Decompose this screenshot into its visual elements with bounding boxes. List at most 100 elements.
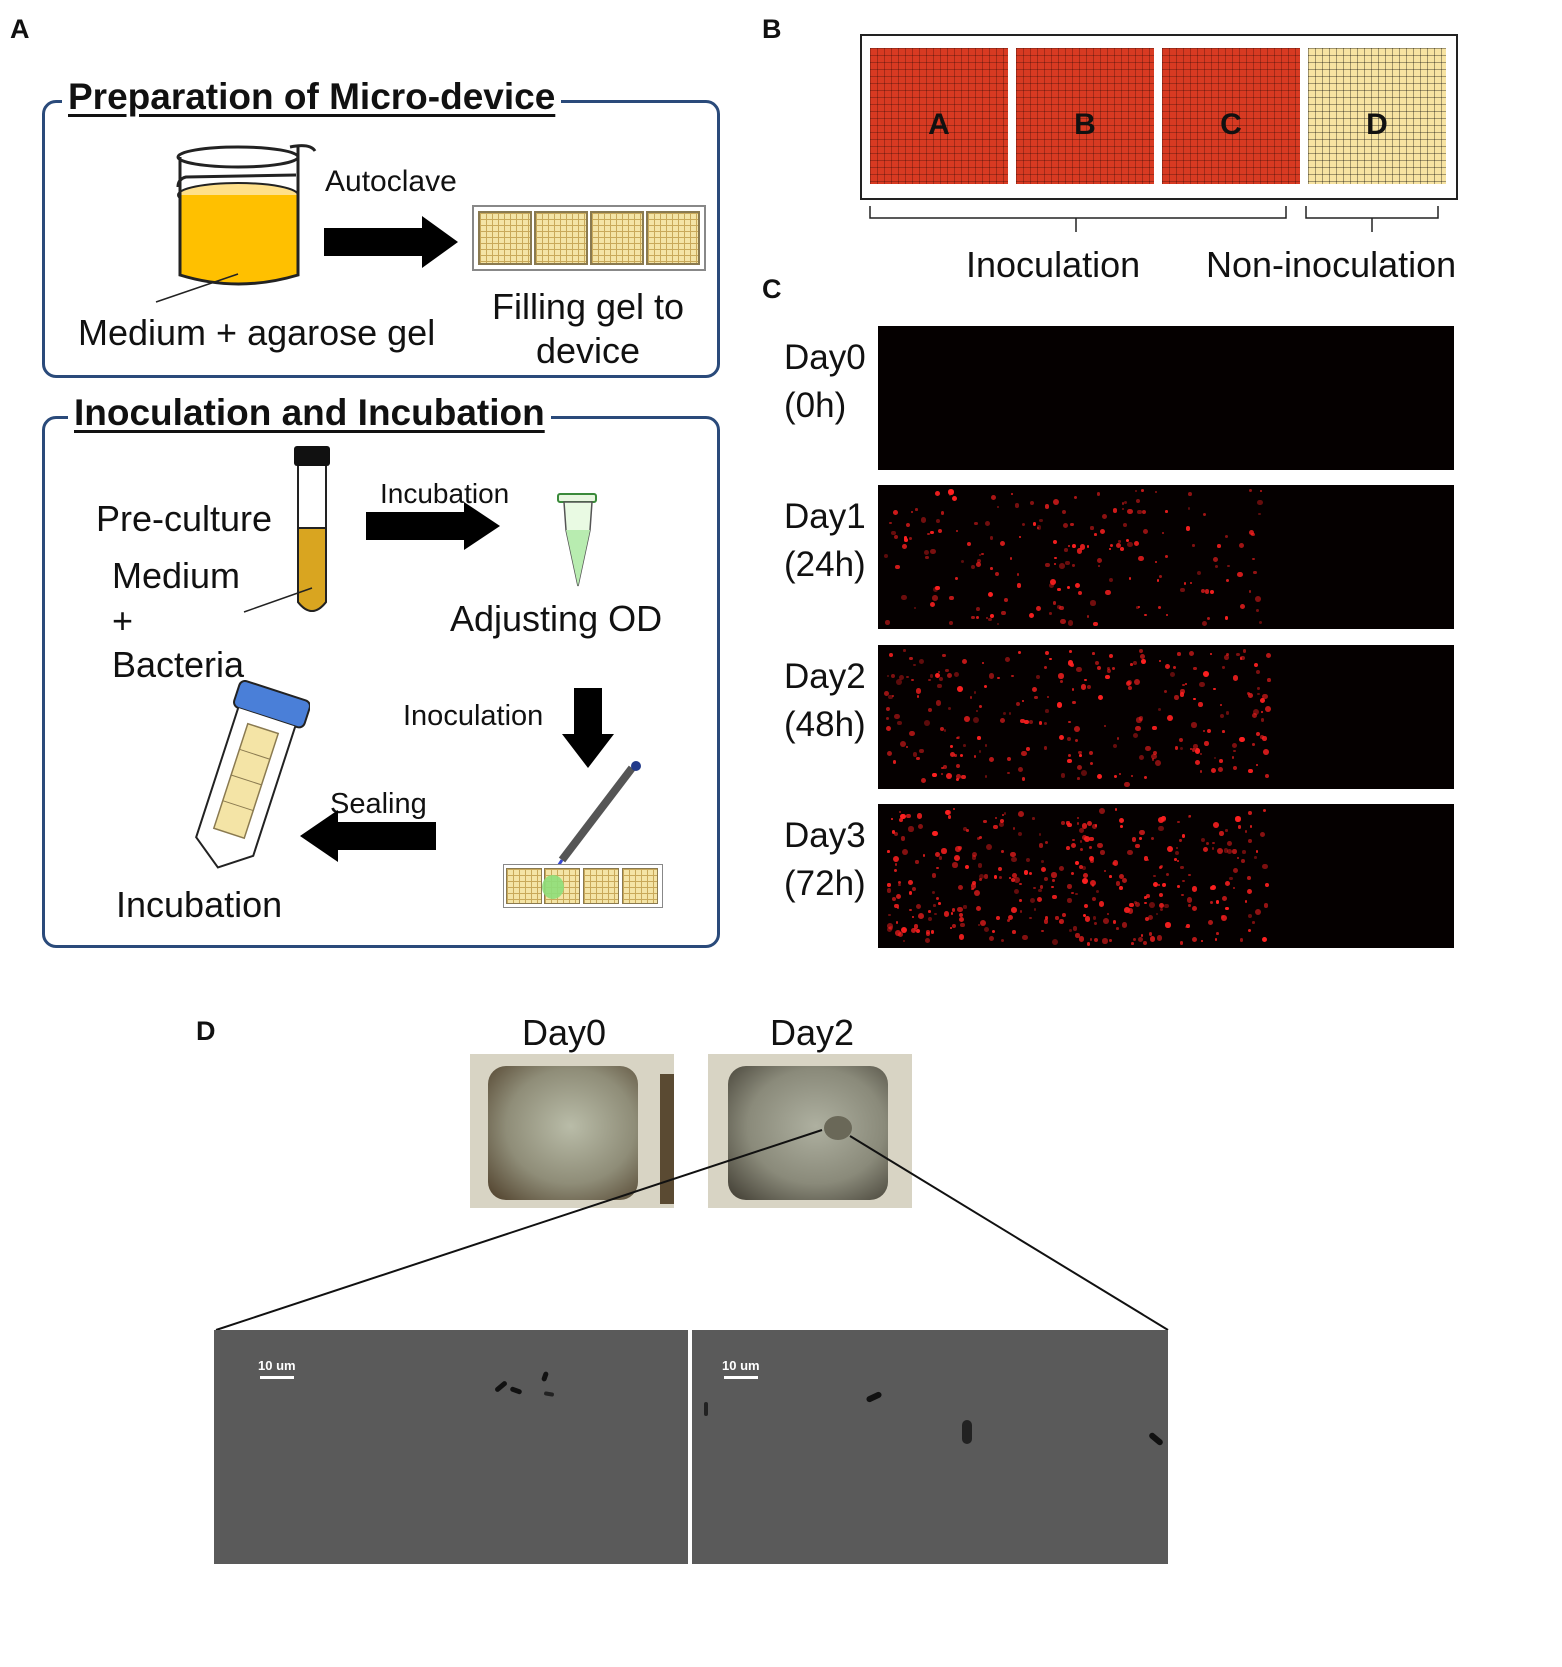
fluorescent-colony — [1108, 548, 1112, 551]
fluorescent-colony — [924, 938, 930, 943]
fluorescent-colony — [1086, 615, 1090, 618]
fluorescent-colony — [1215, 565, 1219, 569]
fluorescent-colony — [949, 595, 954, 600]
fluorescent-colony — [1130, 663, 1133, 666]
fluorescent-colony — [1212, 841, 1215, 845]
fluorescent-colony — [1140, 654, 1145, 659]
fluorescent-colony — [1094, 823, 1098, 827]
fluorescent-colony — [1033, 522, 1037, 526]
fluorescent-colony — [952, 924, 957, 929]
fluorescent-colony — [1255, 849, 1259, 853]
fluorescent-colony — [916, 813, 923, 819]
fluorescent-colony — [1007, 756, 1012, 761]
fluorescent-colony — [934, 673, 940, 679]
fluorescent-colony — [885, 726, 892, 732]
fluorescent-colony — [891, 830, 896, 834]
fluorescent-colony — [1112, 860, 1119, 866]
fluorescent-colony — [1013, 877, 1020, 884]
fluorescent-colony — [1058, 673, 1064, 679]
panel-a-letter: A — [10, 14, 30, 44]
fluorescent-colony — [971, 887, 974, 891]
fluorescent-colony — [1141, 659, 1146, 664]
fluorescent-colony — [1089, 880, 1096, 886]
fluorescent-colony — [1066, 586, 1070, 590]
fluorescent-colony — [1115, 881, 1121, 887]
fluorescent-colony — [958, 912, 963, 917]
fluorescent-colony — [1010, 877, 1015, 882]
medium-label: Medium — [112, 555, 241, 596]
right-arrow-icon — [324, 216, 458, 268]
fluorescent-colony — [1072, 838, 1075, 841]
fluorescent-colony — [1225, 535, 1229, 539]
fluorescent-colony — [1225, 652, 1229, 657]
fluorescent-colony — [1176, 884, 1180, 888]
fluorescent-colony — [1135, 725, 1141, 732]
fluorescent-colony — [1186, 897, 1193, 903]
fluorescent-colony — [973, 755, 977, 758]
fluorescent-colony — [1017, 831, 1023, 837]
fluorescent-colony — [929, 602, 936, 608]
fluorescent-colony — [1081, 865, 1087, 871]
fluorescent-colony — [908, 826, 914, 832]
fluorescent-colony — [1092, 916, 1097, 921]
fluorescent-colony — [1212, 847, 1215, 850]
fluorescent-colony — [1174, 858, 1178, 861]
fluorescent-colony — [1073, 495, 1077, 500]
fluorescent-colony — [1092, 652, 1095, 655]
fluorescent-colony — [935, 586, 940, 591]
fluorescent-colony — [1227, 565, 1230, 568]
fluorescent-colony — [1258, 512, 1261, 516]
fluorescent-colony — [1022, 699, 1025, 703]
fluorescent-colony — [905, 745, 909, 749]
fluorescent-colony — [1187, 507, 1191, 510]
fluorescent-colony — [1121, 502, 1125, 505]
fluorescent-colony — [1055, 916, 1059, 920]
fluorescent-colony — [1074, 726, 1080, 733]
fluorescent-colony — [1123, 523, 1127, 527]
fluorescent-colony — [960, 753, 964, 757]
fluorescent-colony — [971, 615, 975, 620]
fluorescent-colony — [989, 935, 994, 941]
preparation-title: Preparation of Micro-device — [62, 76, 562, 118]
fluorescent-colony — [926, 932, 931, 937]
fluorescent-colony — [1186, 923, 1191, 928]
fluorescent-colony — [1215, 900, 1220, 905]
fluorescent-colony — [1044, 840, 1049, 845]
fluorescent-colony — [913, 607, 916, 610]
fluorescent-colony — [951, 495, 958, 502]
fluorescent-colony — [1029, 501, 1035, 506]
fluorescent-colony — [995, 572, 1000, 577]
fluorescent-colony — [1086, 941, 1091, 946]
fluorescent-colony — [900, 836, 906, 841]
fluorescent-colony — [946, 672, 952, 678]
left-arrow-icon — [300, 810, 436, 862]
fluorescent-colony — [916, 756, 920, 761]
fluorescent-colony — [1118, 873, 1125, 880]
fluorescent-colony — [1074, 861, 1079, 866]
fluorescent-colony — [1165, 510, 1168, 513]
fluorescent-colony — [1176, 820, 1180, 824]
fluorescent-colony — [1137, 936, 1144, 942]
fluorescent-colony — [897, 721, 902, 726]
fluorescent-colony — [946, 809, 952, 815]
fluorescent-colony — [1072, 701, 1076, 705]
fluorescent-colony — [891, 896, 897, 902]
fluorescent-colony — [1081, 834, 1087, 840]
fluorescent-colony — [1119, 817, 1125, 824]
fluorescent-colony — [1260, 710, 1263, 713]
fluorescent-colony — [1203, 729, 1206, 732]
fluorescent-colony — [1116, 927, 1120, 930]
fluorescent-colony — [1012, 827, 1016, 830]
bacteria-label: Bacteria — [112, 644, 245, 685]
fluorescent-colony — [1045, 709, 1049, 713]
brightfield-day0 — [470, 1054, 674, 1208]
day2-label: Day2 — [770, 1012, 855, 1053]
fluorescent-colony — [1019, 910, 1023, 913]
fluorescent-colony — [1156, 579, 1160, 582]
fluorescent-colony — [1248, 529, 1255, 536]
fluorescent-colony — [909, 908, 912, 912]
fluorescent-colony — [1221, 896, 1227, 902]
fluorescent-colony — [1241, 859, 1246, 863]
fluorescent-colony — [1036, 606, 1042, 612]
fluorescent-colony — [915, 928, 921, 934]
